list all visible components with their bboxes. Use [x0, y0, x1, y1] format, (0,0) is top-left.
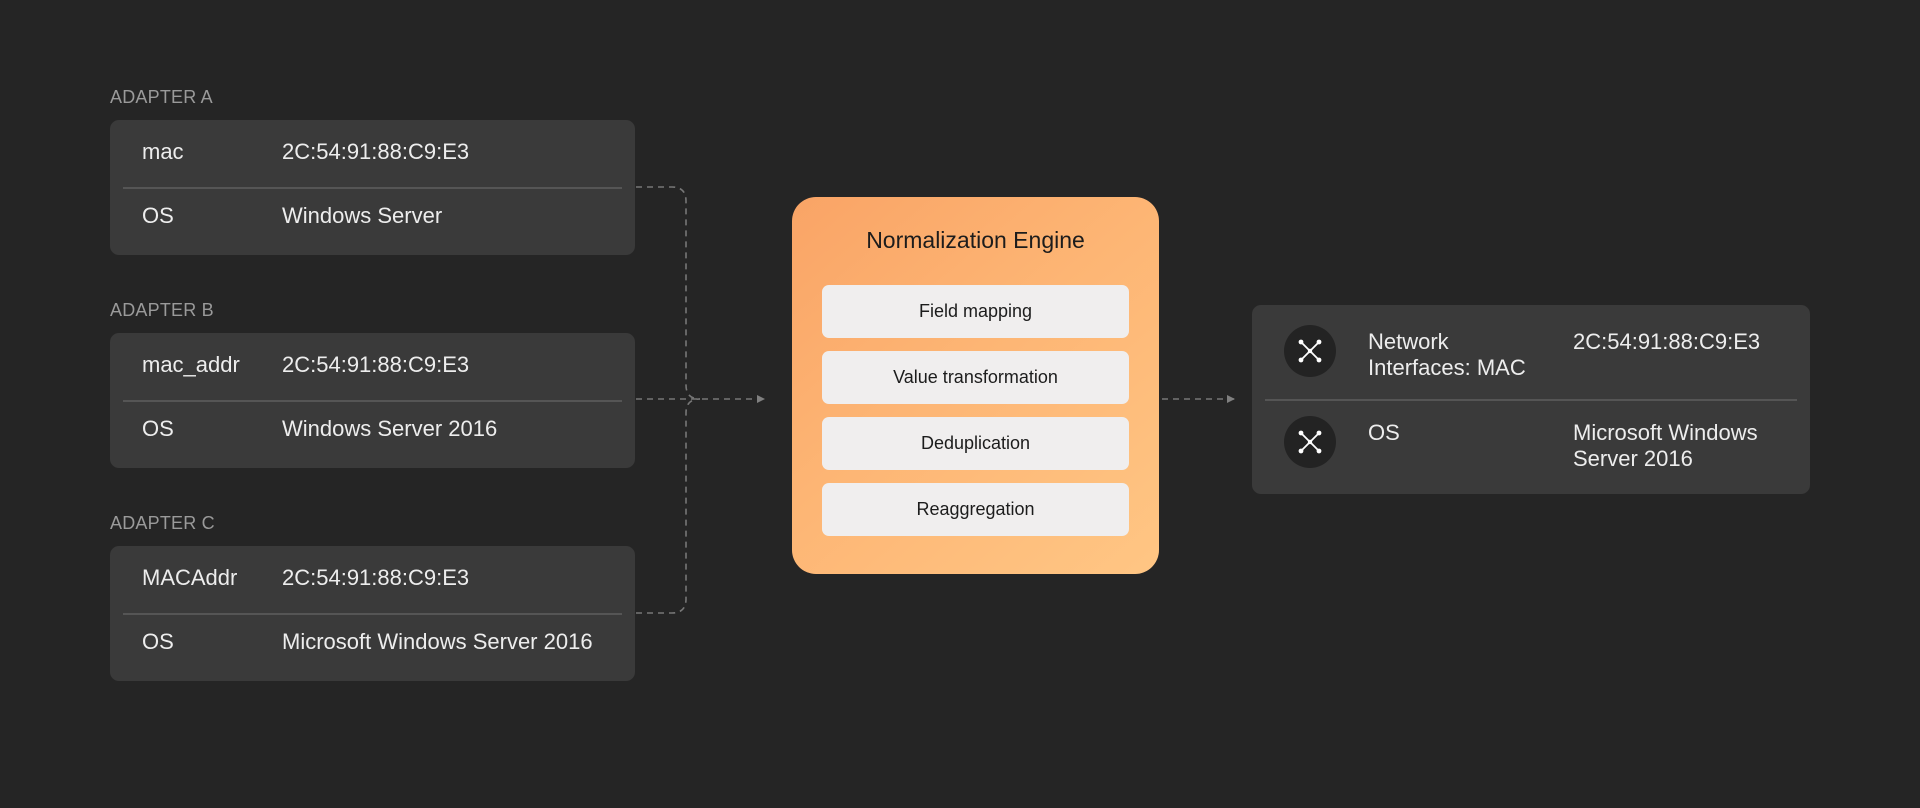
adapter-b-card: mac_addr 2C:54:91:88:C9:E3 OS Windows Se…	[110, 333, 635, 468]
field-key: mac_addr	[142, 352, 240, 377]
field-value: Microsoft Windows Server 2016	[282, 629, 593, 654]
field-key: OS	[142, 629, 174, 654]
field-value: Windows Server	[282, 203, 443, 228]
field-value: 2C:54:91:88:C9:E3	[282, 352, 470, 377]
network-node-icon	[1284, 416, 1336, 468]
result-value-mac: 2C:54:91:88:C9:E3	[1573, 329, 1761, 354]
network-node-icon	[1284, 325, 1336, 377]
adapter-c-label: ADAPTER C	[110, 513, 215, 533]
result-value-os: Microsoft Windows Server 2016	[1573, 420, 1758, 471]
field-key: mac	[142, 139, 184, 164]
row-divider	[1265, 399, 1797, 401]
adapter-c-card: MACAddr 2C:54:91:88:C9:E3 OS Microsoft W…	[110, 546, 635, 681]
adapter-b-label: ADAPTER B	[110, 300, 214, 320]
field-key: OS	[142, 203, 174, 228]
field-key: OS	[142, 416, 174, 441]
field-key: MACAddr	[142, 565, 238, 590]
result-key-mac: Network Interfaces: MAC	[1368, 329, 1526, 380]
adapter-a-row-os: OS Windows Server	[110, 184, 635, 248]
engine-step-deduplication: Deduplication	[822, 417, 1129, 470]
connector-adapter-c	[636, 398, 701, 614]
result-key-os: OS	[1368, 420, 1400, 445]
adapter-c-row-os: OS Microsoft Windows Server 2016	[110, 610, 635, 674]
row-divider	[123, 400, 622, 402]
field-value: Windows Server 2016	[282, 416, 498, 441]
engine-title: Normalization Engine	[866, 227, 1085, 253]
connector-adapter-a	[636, 186, 701, 400]
engine-step-value-transformation: Value transformation	[822, 351, 1129, 404]
adapter-b-row-mac: mac_addr 2C:54:91:88:C9:E3	[110, 333, 635, 397]
adapter-b-row-os: OS Windows Server 2016	[110, 397, 635, 461]
row-divider	[123, 613, 622, 615]
adapter-c-row-mac: MACAddr 2C:54:91:88:C9:E3	[110, 546, 635, 610]
field-value: 2C:54:91:88:C9:E3	[282, 565, 470, 590]
normalization-engine: Normalization Engine Field mapping Value…	[792, 197, 1159, 574]
normalized-result-card: Network Interfaces: MAC 2C:54:91:88:C9:E…	[1252, 305, 1810, 494]
engine-step-reaggregation: Reaggregation	[822, 483, 1129, 536]
field-value: 2C:54:91:88:C9:E3	[282, 139, 470, 164]
engine-step-field-mapping: Field mapping	[822, 285, 1129, 338]
adapter-a-card: mac 2C:54:91:88:C9:E3 OS Windows Server	[110, 120, 635, 255]
adapter-a-row-mac: mac 2C:54:91:88:C9:E3	[110, 120, 635, 184]
adapter-a-label: ADAPTER A	[110, 87, 213, 107]
row-divider	[123, 187, 622, 189]
